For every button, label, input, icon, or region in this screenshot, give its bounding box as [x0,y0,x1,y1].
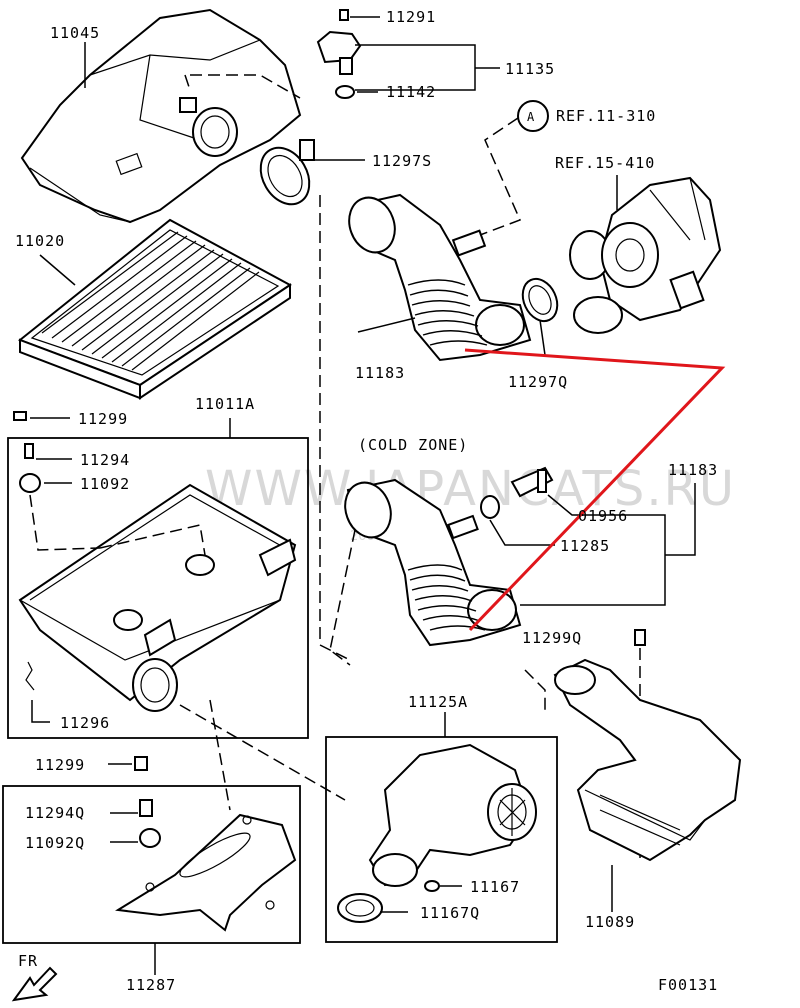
bolt-icon-b [134,756,148,771]
bolt-icon-a [13,411,27,421]
annotation-red-lines [464,348,726,632]
grommet-icon [19,473,41,493]
group-box-11125a [325,736,558,943]
label-11294: 11294 [80,451,130,469]
intake-hose-top-illustration [348,193,532,362]
airflow-sensor-illustration [316,9,362,99]
hose-clamp-illustration [259,139,315,206]
resonator-illustration [337,743,537,923]
label-11020: 11020 [15,232,65,250]
label-11167: 11167 [470,878,520,896]
leader-dashed-ref-a [479,117,522,236]
leader-dashed-link-left [319,195,351,661]
leader-dashed-duct [524,669,546,710]
label-11092q: 11092Q [25,834,85,852]
label-11092: 11092 [80,475,130,493]
leader-11296 [31,700,50,723]
watermark-text: WWW.JAPANCATS.RU [205,461,736,517]
label-11296: 11296 [60,714,110,732]
clip-icon [25,661,35,691]
air-cleaner-body-illustration [18,483,297,712]
label-11011a: 11011A [195,395,255,413]
label-11299-b: 11299 [35,756,85,774]
label-11294q: 11294Q [25,804,85,822]
leader-11285 [489,519,555,546]
label-11167q: 11167Q [420,904,480,922]
mounting-bracket-illustration [115,813,297,932]
label-11299-a: 11299 [78,410,128,428]
leader-dashed-body-bracket [209,699,231,811]
air-duct-illustration [553,658,742,862]
leader-11135 [355,44,500,91]
label-11299q: 11299Q [522,629,582,647]
label-01956: 01956 [578,507,628,525]
turbocharger-illustration [569,176,722,334]
leader-dashed-cold-hose [329,529,356,666]
label-11183-cold: 11183 [668,461,718,479]
leader-bracket-cold [520,483,696,606]
front-direction-arrow-icon [11,966,58,1002]
grommet-icon-q [139,828,161,848]
diagram-code: F00131 [658,976,718,994]
label-fr: FR [18,952,38,970]
label-11297q: 11297Q [508,373,568,391]
label-11285: 11285 [560,537,610,555]
air-filter-element-illustration [18,218,292,400]
label-11142: 11142 [386,83,436,101]
leader-dashed-grommet [29,494,206,556]
label-ref-a: REF.11-310 [556,107,656,125]
label-11291: 11291 [386,8,436,26]
leader-11183-top [357,317,416,333]
bolt-icon-q [634,629,646,646]
group-box-11011a [7,437,309,739]
connector-parts-illustration [480,466,554,519]
small-clamp-illustration [521,277,559,323]
label-11297s: 11297S [372,152,432,170]
ref-a-circle [517,100,549,132]
label-11125a: 11125A [408,693,468,711]
label-11135: 11135 [505,60,555,78]
label-11287: 11287 [126,976,176,994]
label-cold-zone: (COLD ZONE) [358,436,468,454]
leader-11020 [39,254,76,286]
label-ref-b: REF.15-410 [555,154,655,172]
leader-11297q [539,319,546,356]
group-box-11287 [2,785,301,944]
label-11089: 11089 [585,913,635,931]
label-11183-top: 11183 [355,364,405,382]
bushing-icon-q [139,799,153,817]
intake-hose-cold-illustration [344,478,522,647]
label-11045: 11045 [50,24,100,42]
air-cleaner-cover-illustration [20,8,302,224]
leader-dashed-cover [184,74,301,99]
ref-a-badge: A [527,110,535,124]
leader-dashed-body-resonator [179,704,346,801]
bushing-icon [24,443,34,459]
